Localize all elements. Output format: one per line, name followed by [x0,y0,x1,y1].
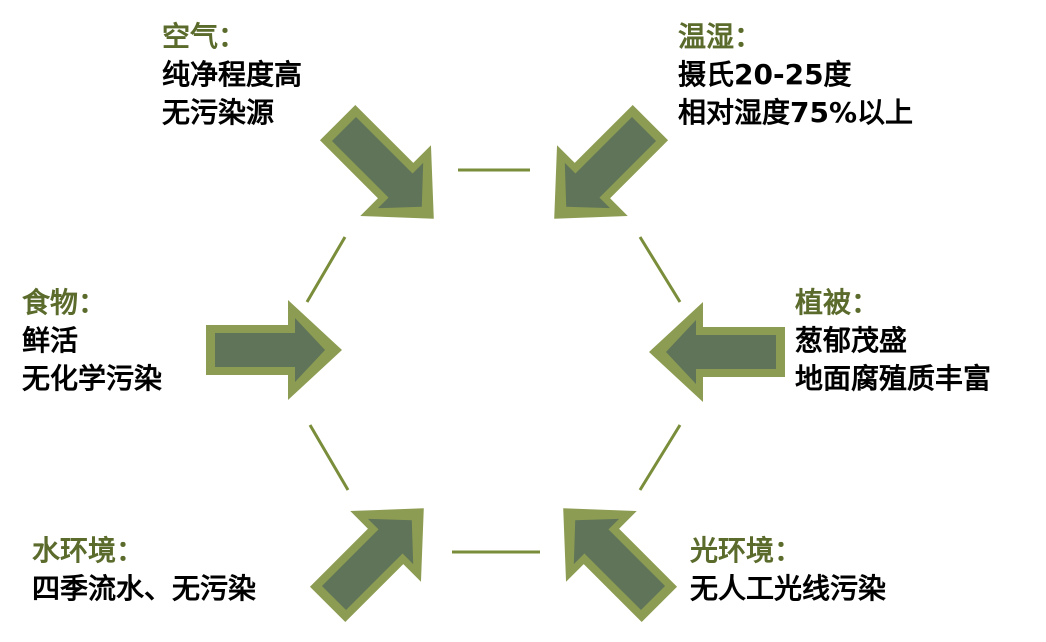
arrow-vegetation-icon [649,302,785,402]
arrow-humidity-icon [554,104,669,219]
factor-line: 无化学污染 [22,362,163,395]
factor-line: 地面腐殖质丰富 [795,362,992,395]
factor-line: 纯净程度高 [162,58,303,91]
factor-line: 四季流水、无污染 [32,572,257,605]
hexagon-edge-upper-right [638,236,682,303]
factor-line: 相对湿度75%以上 [678,96,914,129]
arrow-fill [564,116,657,209]
arrow-light-icon [563,508,678,623]
hexagon-edge-upper-left [305,236,347,303]
factor-line: 葱郁茂盛 [795,324,908,357]
factor-air: 空气： 纯净程度高 无污染源 [162,18,302,132]
factor-title: 水环境： [32,534,145,567]
factor-line: 鲜活 [22,324,79,357]
arrow-fill [321,518,414,611]
factor-title: 食物： [22,286,107,319]
factor-title: 光环境： [690,534,803,567]
arrow-fill [331,116,424,209]
arrow-food-icon [206,300,342,400]
factor-line: 摄氏20-25度 [678,58,852,91]
factor-vegetation: 植被： 葱郁茂盛 地面腐殖质丰富 [795,284,991,398]
arrow-air-icon [319,104,434,219]
factor-water: 水环境： 四季流水、无污染 [32,532,256,608]
arrow-water-icon [309,508,424,623]
factor-light: 光环境： 无人工光线污染 [690,532,886,608]
factor-title: 植被： [795,286,880,319]
hexagon-edges [305,168,682,554]
factor-line: 无污染源 [162,96,275,129]
hexagon-edge-lower-left [308,424,350,491]
hexagon-edge-lower-right [638,424,682,491]
arrow-fill [573,518,666,611]
arrow-fill [215,318,325,382]
factor-humidity: 温湿： 摄氏20-25度 相对湿度75%以上 [678,18,913,132]
factor-food: 食物： 鲜活 无化学污染 [22,284,162,398]
factor-title: 空气： [162,20,247,53]
arrow-fill [666,320,776,384]
factor-line: 无人工光线污染 [690,572,887,605]
factor-title: 温湿： [678,20,763,53]
